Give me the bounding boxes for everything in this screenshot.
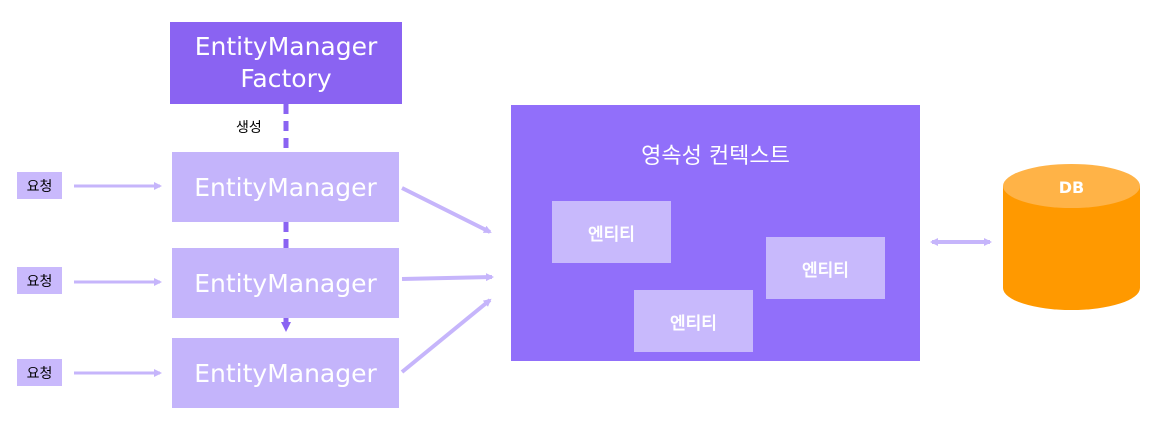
entity-manager-box-1: EntityManager [172, 152, 399, 222]
request-badge-3: 요청 [17, 359, 62, 386]
entity-box-1: 엔티티 [552, 201, 671, 263]
request-badge-1: 요청 [17, 172, 62, 199]
request-badge-2: 요청 [17, 267, 62, 294]
entity-manager-box-3: EntityManager [172, 338, 399, 408]
entity-box-3: 엔티티 [634, 290, 753, 352]
em-to-context-arrow-3 [400, 298, 492, 374]
entity-manager-factory-box: EntityManager Factory [170, 22, 402, 104]
entity-manager-box-2: EntityManager [172, 248, 399, 318]
create-label: 생성 [236, 120, 262, 136]
persistence-context-title: 영속성 컨텍스트 [641, 144, 790, 169]
factory-label-line2: Factory [240, 64, 332, 93]
entity-box-2: 엔티티 [766, 237, 885, 299]
em-to-context-arrow-1 [401, 186, 492, 234]
db-label: DB [1058, 178, 1085, 197]
db-cylinder [1003, 164, 1140, 311]
factory-label-line1: EntityManager [194, 32, 378, 61]
em-to-context-arrow-2 [401, 273, 494, 282]
